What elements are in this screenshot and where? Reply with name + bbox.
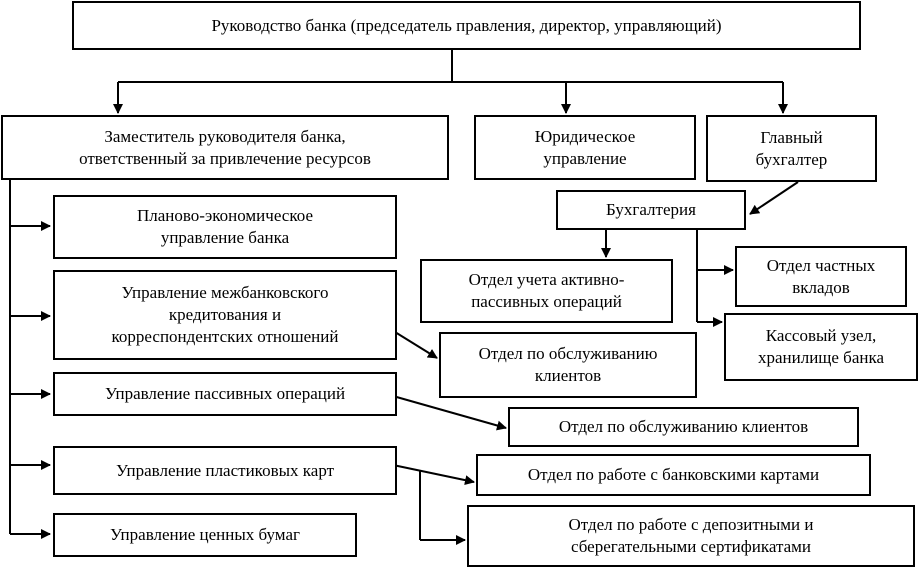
node-chief-accountant-label: Главный бухгалтер: [755, 127, 828, 169]
node-accounting-label: Бухгалтерия: [606, 200, 696, 219]
node-bank-management: Руководство банка (председатель правлени…: [72, 1, 861, 50]
node-planning-label: Планово-экономическое управление банка: [136, 206, 313, 247]
arrow-chief-to-accounting: [749, 181, 799, 215]
node-bank-management-label: Руководство банка (председатель правлени…: [211, 15, 722, 35]
node-accounting: Бухгалтерия: [556, 190, 746, 230]
node-bank-cards-label: Отдел по работе с банковскими картами: [527, 465, 820, 484]
node-legal-department: Юридическое управление: [474, 115, 696, 180]
node-cash-desk: Кассовый узел, хранилище банка: [724, 313, 918, 381]
node-interbank: Управление межбанковского кредитования и…: [53, 270, 397, 360]
node-client-service-2-label: Отдел по обслуживанию клиентов: [558, 417, 809, 436]
node-passive-operations: Управление пассивных операций: [53, 372, 397, 416]
arrow-interbank-to-client-service: [394, 331, 438, 359]
node-deputy-head-label: Заместитель руководителя банка, ответств…: [79, 126, 371, 168]
node-plastic-cards: Управление пластиковых карт: [53, 446, 397, 495]
node-deposit-certificates-label: Отдел по работе с депозитными и сберегат…: [568, 515, 814, 556]
node-bank-cards: Отдел по работе с банковскими картами: [476, 454, 871, 496]
node-chief-accountant: Главный бухгалтер: [706, 115, 877, 182]
node-passive-operations-label: Управление пассивных операций: [104, 384, 346, 403]
node-securities: Управление ценных бумаг: [53, 513, 357, 557]
node-securities-label: Управление ценных бумаг: [110, 525, 300, 544]
node-plastic-cards-label: Управление пластиковых карт: [115, 460, 335, 480]
node-client-service-1: Отдел по обслуживанию клиентов: [439, 332, 697, 398]
node-interbank-label: Управление межбанковского кредитования и…: [111, 283, 339, 346]
node-cash-desk-label: Кассовый узел, хранилище банка: [757, 326, 885, 367]
node-private-deposits: Отдел частных вкладов: [735, 246, 907, 307]
node-planning: Планово-экономическое управление банка: [53, 195, 397, 259]
arrow-plastic-to-bank-cards: [392, 464, 475, 486]
node-legal-department-label: Юридическое управление: [534, 126, 636, 168]
arrow-passive-to-client-service: [392, 395, 507, 431]
node-deposit-certificates: Отдел по работе с депозитными и сберегат…: [467, 505, 915, 567]
node-active-passive-accounting: Отдел учета активно- пассивных операций: [420, 259, 673, 323]
node-client-service-2: Отдел по обслуживанию клиентов: [508, 407, 859, 447]
node-active-passive-accounting-label: Отдел учета активно- пассивных операций: [468, 270, 625, 311]
node-deputy-head: Заместитель руководителя банка, ответств…: [1, 115, 449, 180]
node-client-service-1-label: Отдел по обслуживанию клиентов: [478, 344, 658, 385]
node-private-deposits-label: Отдел частных вкладов: [766, 255, 876, 297]
